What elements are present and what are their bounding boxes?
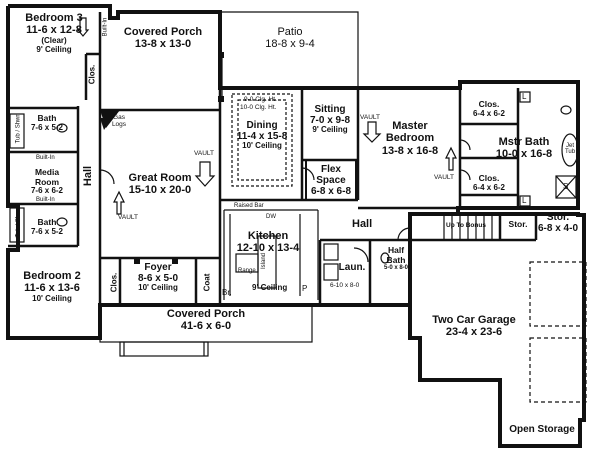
storage1-label: Stor.	[508, 219, 528, 229]
arrow-down-small	[76, 17, 90, 37]
great-room-label: Great Room 15-10 x 20-0	[128, 172, 192, 197]
bedroom2-label: Bedroom 2 11-6 x 13-6 10' Ceiling	[23, 270, 81, 303]
open-storage-label: Open Storage	[509, 424, 575, 435]
pantry-label: P	[302, 284, 308, 293]
built-in-media-label: Built-In	[36, 155, 55, 161]
patio-label: Patio 18-8 x 9-4	[265, 26, 315, 51]
raised-bar-label: Raised Bar	[234, 203, 264, 209]
closet-bedroom2-label: Clos.	[109, 272, 119, 293]
flex-space-label: Flex Space 6-8 x 6-8	[310, 164, 352, 198]
closet1-label: Clos. 6-4 x 6-2	[472, 99, 506, 118]
master-bedroom-label: Master Bedroom 13-8 x 16-8	[381, 120, 439, 157]
laundry-label: Laun.	[338, 262, 366, 273]
flex-space-outline	[305, 159, 357, 201]
kitchen-label: Kitchen 12-10 x 13-4	[236, 230, 300, 255]
bath1-label: Bath 7-6 x 5-2	[30, 113, 64, 132]
vault-arrow-master-up	[445, 146, 457, 171]
covered-porch-front-label: Covered Porch 41-6 x 6-0	[166, 308, 246, 333]
foyer-label: Foyer 8-6 x 5-0 10' Ceiling	[137, 262, 179, 293]
stairs	[443, 214, 493, 240]
sitting-label: Sitting 7-0 x 9-8 9' Ceiling	[309, 104, 351, 135]
linen-label-2: L	[522, 196, 527, 205]
vault-label-master-1: VAULT	[360, 114, 380, 121]
dining-ceiling-height-2: 10-0 Clg. Ht.	[240, 104, 277, 111]
dining-ceiling-outline	[231, 93, 293, 187]
broom-closet-label: Br.	[222, 288, 232, 297]
coat-closet-label: Coat	[202, 273, 212, 292]
vault-arrow-great-up	[113, 190, 125, 215]
vault-arrow-master-down	[362, 121, 382, 143]
kitchen-counter	[223, 209, 319, 300]
vault-arrow-great-down	[194, 161, 216, 187]
front-steps	[119, 341, 209, 357]
shower-label: S	[563, 182, 569, 191]
range-label: Range	[238, 268, 256, 274]
hall-left-label: Hall	[82, 165, 95, 187]
covered-porch-back-label: Covered Porch 13-8 x 13-0	[123, 26, 203, 51]
shower-shape	[555, 175, 577, 199]
dining-ceiling-height-1: 9-0 Clg. Ht.	[244, 96, 277, 103]
island-label: Island	[261, 252, 268, 270]
laundry-dims: 6-10 x 8-0	[330, 282, 360, 289]
closet-bedroom3-label: Clos.	[87, 64, 97, 85]
tub-shower-2-label: Tub / Shwr	[15, 208, 22, 238]
media-room-label: Media Room 7-6 x 6-2	[30, 167, 64, 196]
garage-door-2	[529, 337, 587, 403]
garage-label: Two Car Garage 23-4 x 23-6	[432, 314, 516, 339]
bedroom3-label: Bedroom 3 11-6 x 12-8 (Clear) 9' Ceiling	[25, 12, 83, 54]
jet-tub-shape	[561, 133, 579, 167]
garage-door-1	[529, 261, 587, 327]
vault-label-master-2: VAULT	[434, 174, 454, 181]
tub-shower-1-label: Tub / Shwr	[15, 114, 22, 144]
bath2-label: Bath 7-6 x 5-2	[30, 217, 64, 236]
jet-tub-label: Jet Tub	[564, 143, 576, 155]
kitchen-ceiling-note: 9' Ceiling	[252, 283, 288, 292]
storage2-label: Stor. 6-8 x 4-0	[537, 212, 579, 235]
dining-label: Dining 11-4 x 15-8 10' Ceiling	[236, 120, 288, 151]
range	[235, 253, 259, 273]
linen-label-1: L	[522, 92, 527, 101]
up-to-bonus-label: Up To Bonus	[446, 222, 486, 229]
gas-logs-label: Gas Logs	[111, 114, 127, 128]
vault-label-great-2: VAULT	[118, 214, 138, 221]
hall-center-label: Hall	[352, 218, 373, 230]
dishwasher-label: DW	[266, 214, 276, 220]
half-bath-label: Half Bath 5-0 x 8-0	[383, 245, 409, 272]
wall-garage	[408, 212, 586, 448]
vault-label-great-1: VAULT	[194, 150, 214, 157]
patio-outline	[220, 11, 359, 88]
master-bath-label: Mstr Bath 10-0 x 16-8	[495, 136, 553, 161]
built-in-top-label: Built-In	[102, 17, 109, 37]
built-in-media-label-2: Built-In	[36, 197, 55, 203]
closet2-label: Clos. 6-4 x 6-2	[472, 173, 506, 192]
